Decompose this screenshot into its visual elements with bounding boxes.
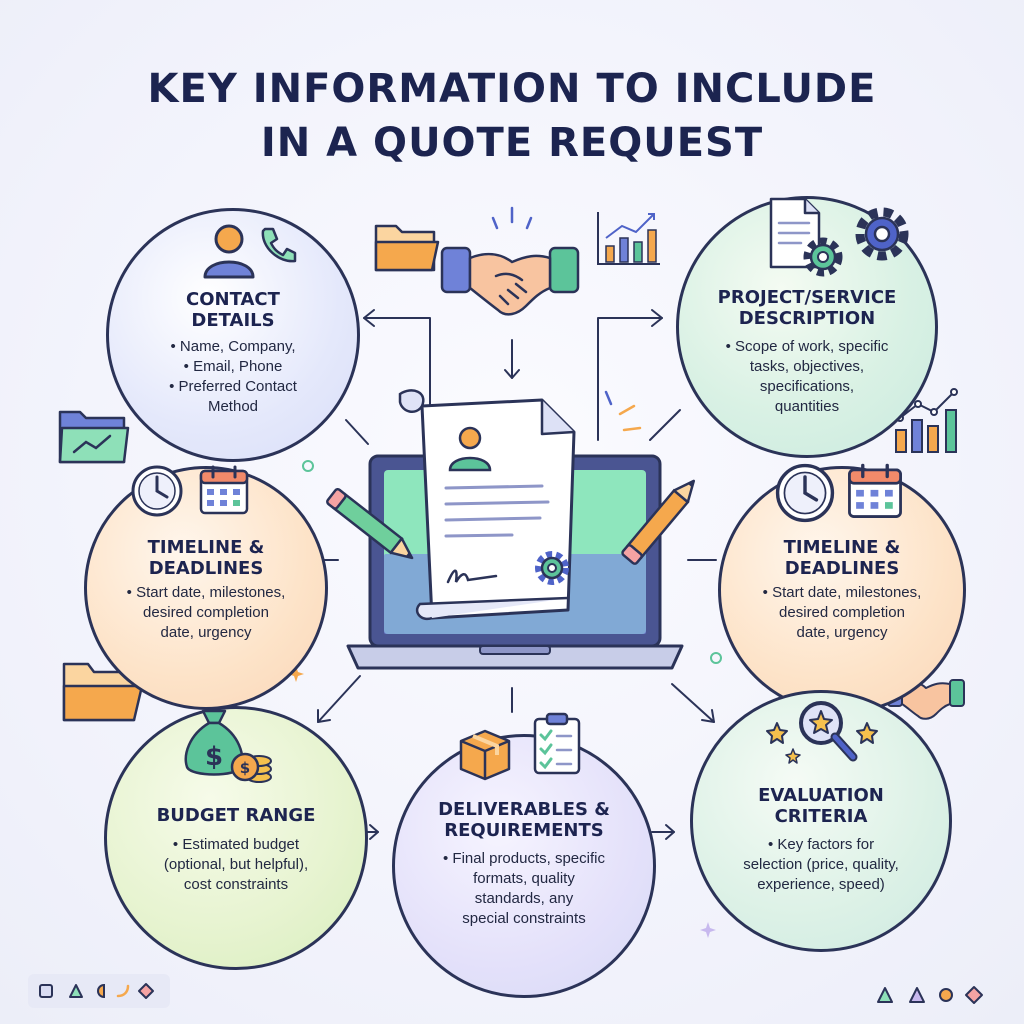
timeline-right-heading-1: TIMELINE &	[783, 537, 901, 558]
deliverables-line-4: special constraints	[462, 910, 586, 927]
budget-range-circle: $ $ BUDGET RANGE • Estimated budget (opt…	[104, 706, 368, 970]
title-line-2: IN A QUOTE REQUEST	[260, 120, 764, 166]
timeline-left-line-2: desired completion	[143, 604, 269, 621]
timeline-left-line-1: • Start date, milestones,	[126, 584, 286, 601]
budget-line-1: • Estimated budget	[172, 836, 300, 853]
project-line-4: quantities	[774, 398, 840, 415]
calendar-icon	[848, 463, 902, 518]
bar-chart-icon	[597, 212, 660, 265]
deliverables-heading-1: DELIVERABLES &	[438, 799, 610, 820]
deliverables-line-3: standards, any	[474, 890, 574, 907]
budget-line-2: (optional, but helpful),	[163, 856, 309, 873]
clock-icon	[131, 465, 183, 517]
budget-heading: BUDGET RANGE	[156, 805, 316, 826]
timeline-left-circle: TIMELINE & DEADLINES • Start date, miles…	[84, 465, 328, 710]
svg-text:$: $	[205, 742, 223, 772]
evaluation-line-3: experience, speed)	[757, 876, 885, 893]
contact-line-1: • Name, Company,	[170, 338, 296, 355]
handshake-icon	[440, 246, 580, 316]
document-icon	[769, 197, 821, 269]
box-icon	[459, 729, 511, 781]
contact-details-circle: CONTACT DETAILS • Name, Company, • Email…	[106, 208, 360, 462]
coins-icon: $	[230, 752, 272, 783]
project-heading-1: PROJECT/SERVICE	[717, 287, 897, 308]
evaluation-line-1: • Key factors for	[767, 836, 875, 853]
title-line-1: KEY INFORMATION TO INCLUDE	[147, 66, 877, 112]
timeline-right-line-2: desired completion	[779, 604, 905, 621]
evaluation-criteria-circle: EVALUATION CRITERIA • Key factors for se…	[690, 690, 952, 952]
decorative-shapes-left	[28, 974, 170, 1008]
deliverables-line-2: formats, quality	[473, 870, 575, 887]
shape-icons	[39, 983, 154, 999]
growth-chart-icon	[895, 388, 958, 453]
timeline-right-line-1: • Start date, milestones,	[762, 584, 922, 601]
gear-large-icon	[855, 207, 909, 261]
clock-icon	[775, 463, 835, 523]
project-line-2: tasks, objectives,	[749, 358, 865, 375]
gear-icon	[803, 237, 843, 277]
contact-line-3: • Preferred Contact	[169, 378, 297, 395]
checklist-icon	[533, 712, 581, 775]
pencil-icon-right	[621, 479, 696, 565]
contact-line-4: Method	[207, 398, 259, 415]
timeline-right-heading-2: DEADLINES	[784, 558, 900, 579]
timeline-right-line-3: date, urgency	[796, 624, 888, 641]
timeline-left-heading-1: TIMELINE &	[147, 537, 265, 558]
deliverables-line-1: • Final products, specific	[443, 850, 605, 867]
folder-icon	[374, 224, 440, 272]
person-icon	[203, 224, 255, 279]
quote-document-icon	[398, 389, 576, 621]
timeline-left-heading-2: DEADLINES	[148, 558, 264, 579]
evaluation-heading-1: EVALUATION	[758, 785, 884, 806]
project-line-3: specifications,	[759, 378, 855, 395]
project-heading-2: DESCRIPTION	[738, 308, 876, 329]
contact-heading-2: DETAILS	[191, 310, 275, 331]
timeline-right-circle: TIMELINE & DEADLINES • Start date, miles…	[718, 463, 966, 714]
contact-heading-1: CONTACT	[186, 289, 280, 310]
svg-text:$: $	[240, 759, 250, 777]
evaluation-heading-2: CRITERIA	[774, 806, 868, 827]
money-bag-icon: $	[184, 709, 244, 776]
project-line-1: • Scope of work, specific	[725, 338, 889, 355]
timeline-left-line-3: date, urgency	[160, 624, 252, 641]
budget-line-3: cost constraints	[183, 876, 289, 893]
folder-chart-icon	[58, 410, 130, 464]
deliverables-heading-2: REQUIREMENTS	[444, 820, 604, 841]
contact-line-2: • Email, Phone	[183, 358, 283, 375]
calendar-icon	[199, 465, 249, 515]
decorative-shapes-right	[877, 986, 983, 1004]
evaluation-line-2: selection (price, quality,	[743, 856, 899, 873]
project-description-circle: PROJECT/SERVICE DESCRIPTION • Scope of w…	[676, 196, 938, 458]
pencil-icon	[326, 488, 414, 560]
page-title: KEY INFORMATION TO INCLUDE IN A QUOTE RE…	[0, 62, 1024, 170]
phone-icon	[261, 227, 297, 263]
magnifier-star-icon	[766, 701, 878, 764]
deliverables-circle: DELIVERABLES & REQUIREMENTS • Final prod…	[392, 712, 656, 998]
